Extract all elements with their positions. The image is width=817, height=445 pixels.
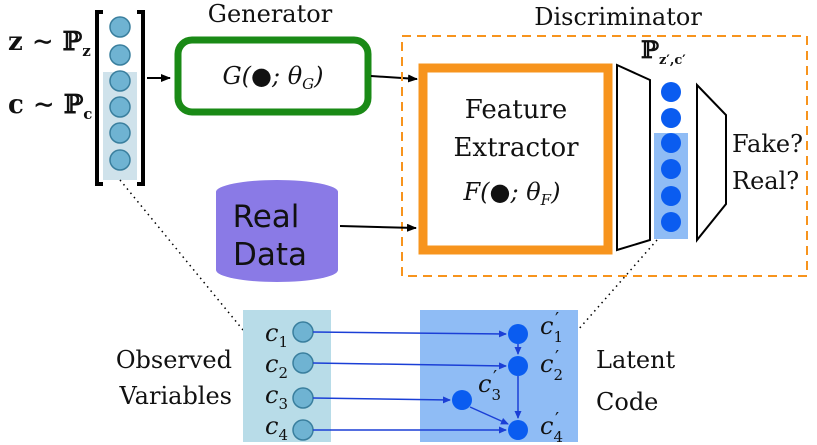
latent-output-node [661, 108, 681, 128]
latent-var-4: c4′ [540, 409, 563, 445]
latent-node-c4 [508, 420, 528, 440]
observed-caption-1: Observed [116, 346, 232, 374]
real-data-label-2: Data [233, 237, 307, 273]
observed-var-4: c4 [265, 412, 288, 444]
latent-output-node [661, 133, 681, 153]
latent-var-2: c2′ [540, 347, 563, 384]
latent-output-node [661, 212, 681, 232]
observed-var-2: c2 [265, 350, 288, 382]
latent-output-node [661, 159, 681, 179]
fake-label: Fake? [732, 130, 803, 158]
c-node [109, 70, 131, 92]
generator-to-discriminator-arrow [370, 74, 418, 83]
latent-var-3: c3′ [478, 367, 501, 404]
latent-var-1: c1′ [540, 309, 563, 346]
latent-output-node [661, 186, 681, 206]
latent-node-c3 [452, 390, 472, 410]
c-node [109, 96, 131, 118]
z-distribution-label: z ∼ ℙz [8, 27, 91, 60]
discriminator-region [401, 35, 808, 277]
latent-caption-2: Code [596, 388, 658, 416]
left-bracket [95, 10, 103, 186]
observed-var-3: c3 [265, 381, 288, 413]
observed-node [292, 321, 314, 343]
c-distribution-label: c ∼ ℙc [8, 90, 92, 123]
feature-extractor-label-1: Feature [465, 95, 568, 125]
observed-node [292, 352, 314, 374]
right-bracket [137, 10, 145, 186]
latent-node-c2 [508, 356, 528, 376]
real-data-label-1: Real [233, 199, 300, 235]
discriminator-title: Discriminator [534, 3, 702, 31]
map-arrow-c2 [312, 362, 507, 370]
feature-extractor-function: F(●; θF) [463, 178, 561, 209]
observed-var-1: c1 [265, 319, 288, 351]
real-label: Real? [732, 167, 799, 195]
generator-box [174, 36, 372, 116]
observed-caption-2: Variables [119, 382, 232, 410]
latent-connector [577, 239, 658, 331]
c-node [109, 122, 131, 144]
latent-output-node [661, 82, 681, 102]
z-node [109, 44, 131, 66]
output-layer-shape [696, 82, 727, 243]
feature-extractor-box [418, 63, 613, 255]
generator-title: Generator [208, 0, 333, 28]
z-node [109, 16, 131, 38]
observed-node [292, 387, 314, 409]
input-vector: z ∼ ℙz c ∼ ℙc [8, 10, 145, 186]
observed-node [292, 419, 314, 441]
feature-extractor-label-2: Extractor [453, 133, 579, 163]
generator-function: G(●; θG) [223, 62, 324, 93]
dense-layer-shape [616, 63, 651, 252]
dep-arrow-c3-c4 [469, 406, 509, 425]
real-data-arrow [339, 223, 417, 232]
c-node [109, 149, 131, 171]
latent-caption-1: Latent [596, 346, 676, 374]
latent-distribution-label: ℙz′,c′ [641, 35, 686, 68]
latent-node-c1 [508, 324, 528, 344]
map-arrow-c3 [312, 396, 451, 404]
map-arrow-c1 [312, 330, 507, 338]
real-data-cylinder [216, 180, 338, 282]
